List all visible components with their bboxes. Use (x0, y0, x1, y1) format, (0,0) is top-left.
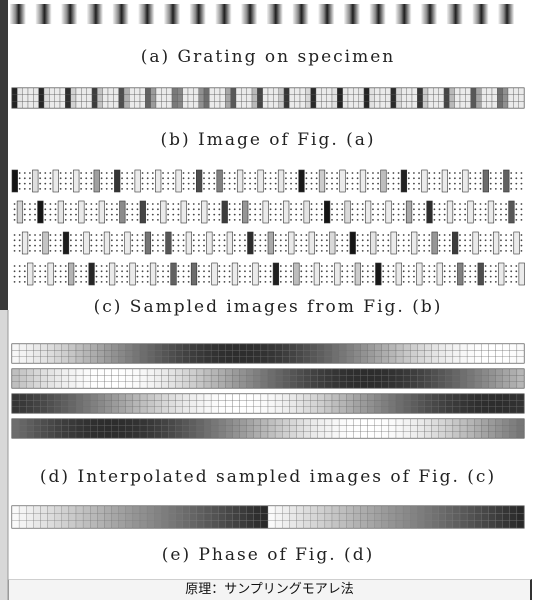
grating-bar (189, 4, 206, 24)
grating-bar (498, 4, 515, 24)
grating-bar (292, 4, 309, 24)
caption-b: (b) Image of Fig. (a) (160, 130, 375, 150)
grating-bar (446, 4, 463, 24)
panel-e-phase (11, 505, 525, 529)
caption-a: (a) Grating on specimen (141, 47, 396, 67)
panel-d-interpolated-images (11, 343, 525, 439)
grating-bar (35, 4, 52, 24)
grating-bar (421, 4, 438, 24)
grating-bar (395, 4, 412, 24)
grating-bar (61, 4, 78, 24)
panel-b-image (11, 87, 525, 109)
grating-bar (164, 4, 181, 24)
panel-c-sampled-images (11, 169, 525, 286)
caption-e: (e) Phase of Fig. (d) (162, 545, 374, 565)
grating-bar (267, 4, 283, 24)
grating-bar (472, 4, 489, 24)
caption-c: (c) Sampled images from Fig. (b) (94, 297, 443, 317)
grating-bar (215, 4, 232, 24)
grating-bar (241, 4, 258, 24)
grating-bar (369, 4, 386, 24)
grating-bar (10, 4, 26, 24)
caption-d: (d) Interpolated sampled images of Fig. … (40, 467, 496, 487)
grating-bar (344, 4, 361, 24)
caption-bar: 原理：サンプリングモアレ法 (8, 579, 532, 600)
grating-bar (318, 4, 335, 24)
grating-bar (138, 4, 155, 24)
panel-a-grating (10, 4, 515, 24)
grating-bar (112, 4, 129, 24)
grating-bar (87, 4, 104, 24)
